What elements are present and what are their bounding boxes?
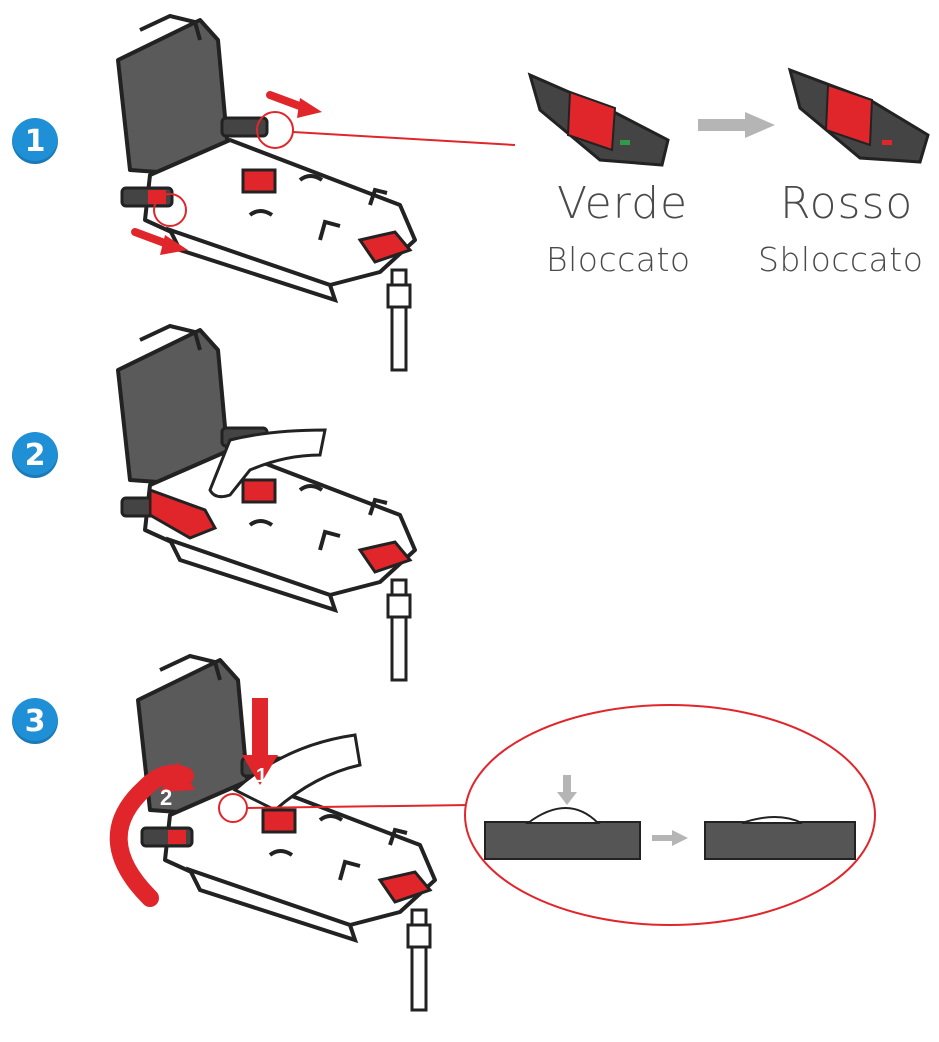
- step-3-illustration: 1 2: [109, 654, 471, 1012]
- locked-color-label: Verde: [557, 178, 689, 229]
- unlocked-color-label: Rosso: [780, 178, 914, 229]
- locked-status-label: Bloccato: [546, 240, 691, 279]
- button-detail-callout: [464, 704, 876, 926]
- step-2-badge: 2: [12, 432, 58, 478]
- unlocked-connector-icon: [787, 67, 930, 164]
- locked-connector-icon: [527, 72, 670, 167]
- press-arrow-label: 1: [256, 765, 267, 787]
- rotate-arrow-label: 2: [160, 785, 172, 810]
- step-2-illustration: [116, 324, 417, 682]
- step-1-badge: 1: [12, 118, 58, 164]
- step-3-badge: 3: [12, 698, 58, 744]
- unlocked-status-label: Sbloccato: [758, 240, 924, 279]
- step-1-illustration: [116, 14, 516, 372]
